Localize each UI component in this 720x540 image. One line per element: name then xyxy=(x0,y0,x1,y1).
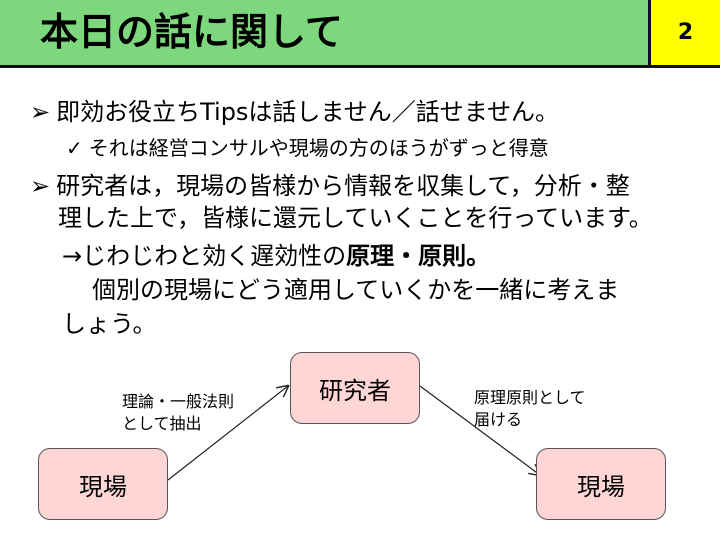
researcher-box: 研究者 xyxy=(290,352,420,424)
sub-bullet-1-text: それは経営コンサルや現場の方のほうがずっと得意 xyxy=(88,136,549,160)
bullet-2: ➢研究者は，現場の皆様から情報を収集して，分析・整 xyxy=(30,166,630,201)
label-left-line-1: 理論・一般法則 xyxy=(122,392,235,411)
bullet-2-arrow: →じわじわと効く遅効性の原理・原則。 xyxy=(62,236,490,271)
label-left: 理論・一般法則 として抽出 xyxy=(122,391,234,435)
page-number: 2 xyxy=(648,0,720,68)
arrow-right xyxy=(419,385,540,475)
bullet-2-line-2: 理した上で，皆様に還元していくことを行っています。 xyxy=(58,204,653,232)
sub-bullet-1: ✓それは経営コンサルや現場の方のほうがずっと得意 xyxy=(66,132,549,161)
bullet-2-line-4-wrap: 個別の現場にどう適用していくかを一緒に考えま xyxy=(92,270,619,305)
label-right-line-2: 届ける xyxy=(474,410,523,429)
field-left-box: 現場 xyxy=(38,448,168,520)
bullet-2-arrow-text: →じわじわと効く遅効性の xyxy=(62,242,347,270)
label-left-line-2: として抽出 xyxy=(122,414,202,433)
arrow-bullet-icon: ➢ xyxy=(30,98,51,126)
field-right-box: 現場 xyxy=(536,448,666,520)
bullet-2-line-5-wrap: しょう。 xyxy=(62,304,157,339)
bullet-1: ➢即効お役立ちTipsは話しません／話せません。 xyxy=(30,92,559,127)
title-bar: 本日の話に関して xyxy=(0,0,648,68)
bullet-2-line-1: 研究者は，現場の皆様から情報を収集して，分析・整 xyxy=(56,172,630,200)
label-right: 原理原則として 届ける xyxy=(474,387,586,431)
bullet-2-line-5: しょう。 xyxy=(62,310,157,338)
arrow-bullet-icon: ➢ xyxy=(30,172,51,200)
slide-title: 本日の話に関して xyxy=(40,10,343,54)
arrow-left xyxy=(167,386,288,481)
principle-text: 原理・原則。 xyxy=(346,242,491,270)
bullet-2-cont: 理した上で，皆様に還元していくことを行っています。 xyxy=(58,198,653,233)
bullet-2-line-4: 個別の現場にどう適用していくかを一緒に考えま xyxy=(92,276,620,304)
check-icon: ✓ xyxy=(66,136,83,160)
bullet-1-text: 即効お役立ちTipsは話しません／話せません。 xyxy=(56,98,559,126)
label-right-line-1: 原理原則として xyxy=(474,388,586,407)
